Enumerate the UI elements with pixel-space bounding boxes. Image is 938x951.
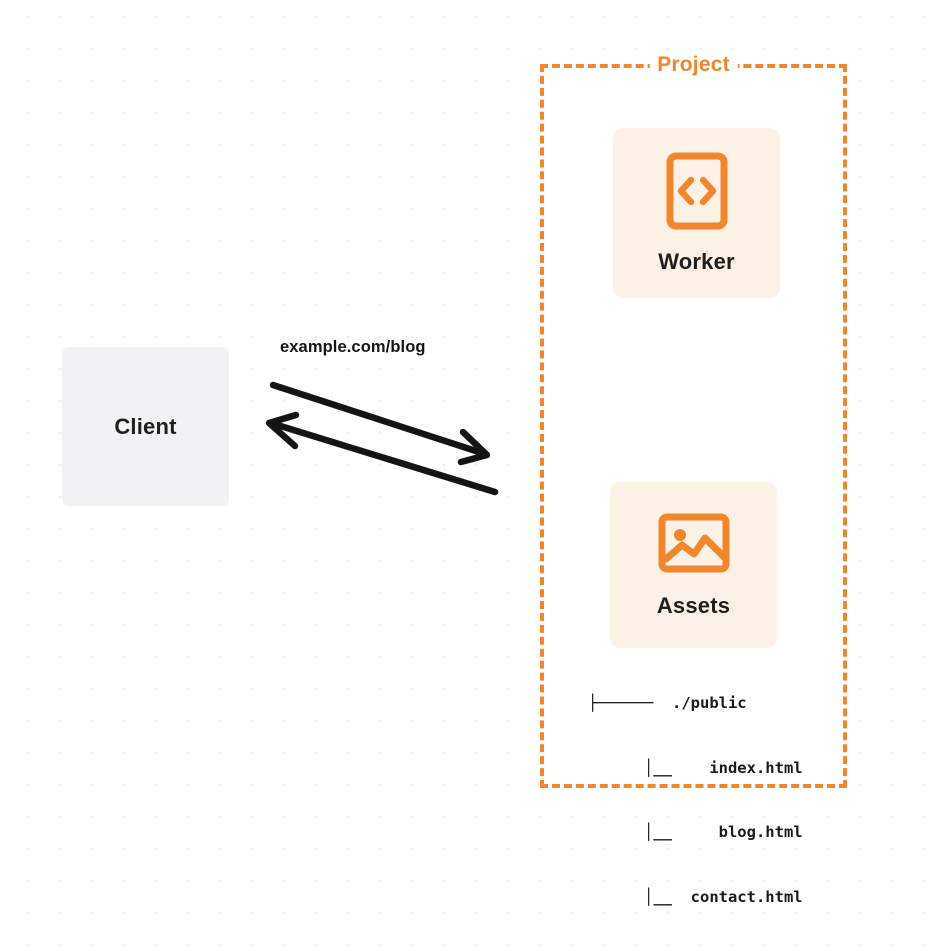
request-arrow (269, 381, 491, 466)
worker-label: Worker (658, 248, 735, 274)
project-title: Project (649, 53, 738, 77)
node-worker[interactable]: Worker (613, 128, 780, 298)
file-tree-line: │__ blog.html (588, 823, 803, 841)
code-brackets-icon (666, 152, 728, 235)
file-tree-line: │__ contact.html (588, 887, 803, 906)
file-tree-line: ├────── ./public (588, 694, 747, 712)
node-client[interactable]: Client (62, 347, 229, 506)
node-assets[interactable]: Assets (610, 482, 777, 648)
client-label: Client (114, 413, 177, 439)
assets-label: Assets (656, 592, 731, 618)
file-tree-line: │__ index.html (588, 758, 803, 777)
image-icon (658, 512, 730, 579)
response-arrow (265, 411, 499, 496)
assets-file-tree: ├────── ./public │__ index.html │__ blog… (588, 650, 803, 951)
diagram-canvas: Client example.com/blog Project Worker (62, 53, 847, 906)
edge-label-url: example.com/blog (280, 338, 426, 356)
